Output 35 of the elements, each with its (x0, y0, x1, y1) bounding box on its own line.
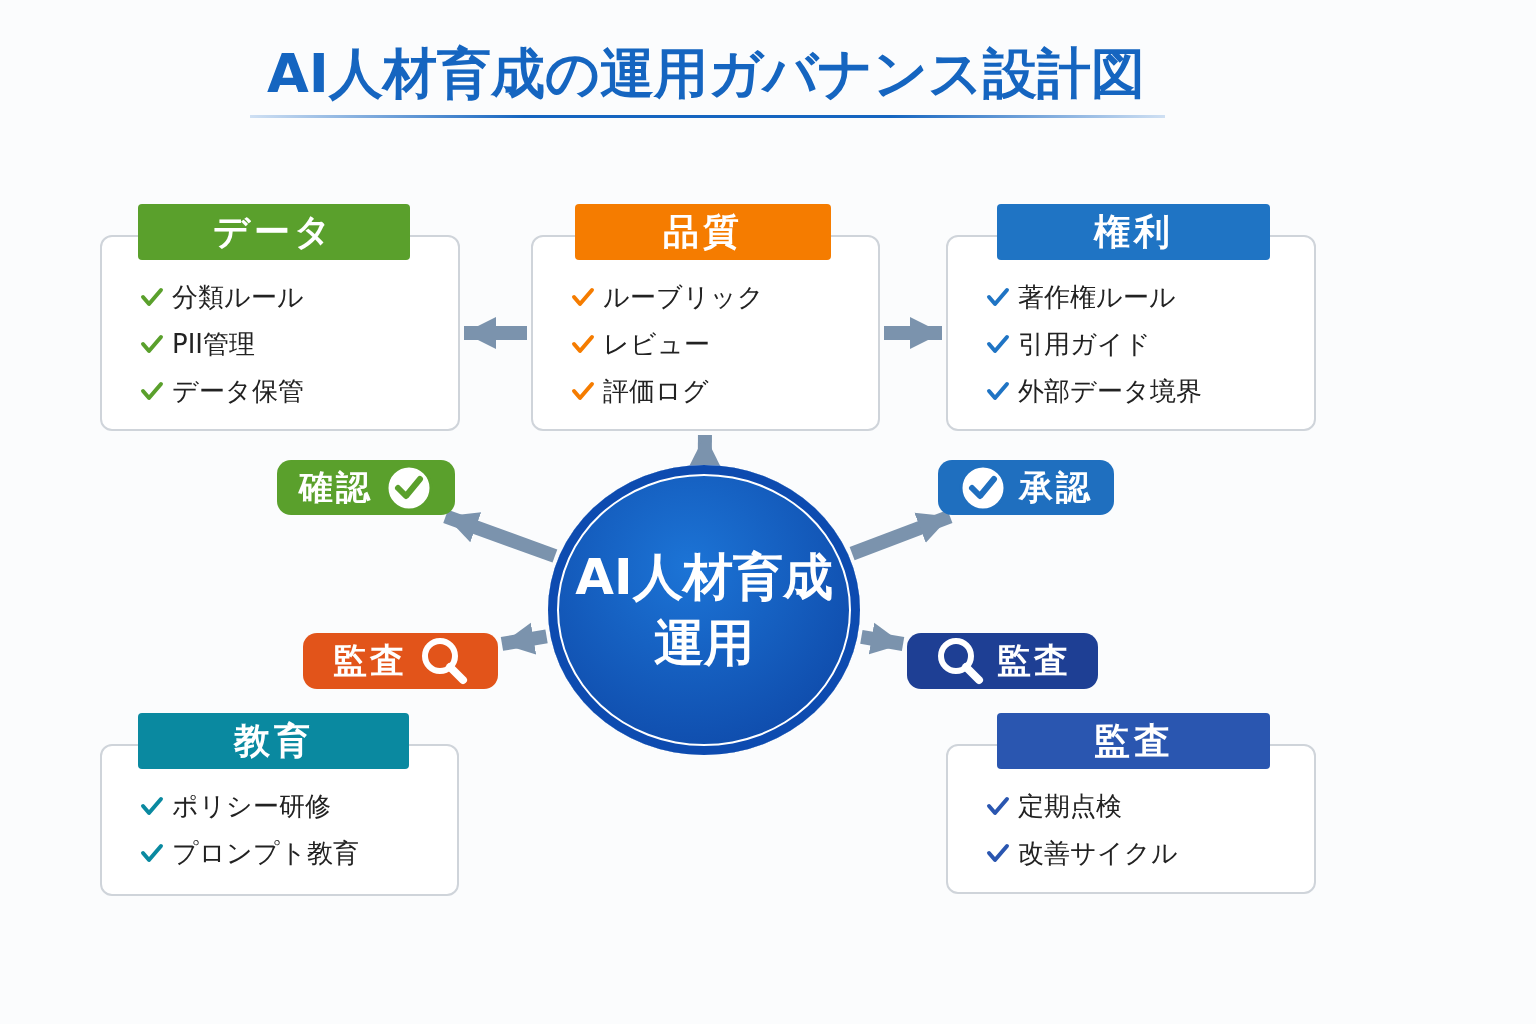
diagram-title: AI人材育成の運用ガバナンス設計図 (266, 41, 1146, 107)
card-header: データ (138, 204, 410, 260)
arrow (849, 509, 953, 561)
card-header: 監査 (997, 713, 1270, 769)
arrow (443, 509, 558, 563)
arrow (860, 622, 905, 655)
arrow (688, 434, 721, 468)
list-item: プロンプト教育 (172, 836, 359, 870)
list-item: 改善サイクル (1018, 836, 1178, 870)
pill-label: 承認 (1019, 465, 1093, 509)
list-item: 分類ルール (172, 280, 304, 314)
card-header: 教育 (138, 713, 409, 769)
pill-label: 監査 (996, 639, 1071, 682)
tag-pill (303, 633, 498, 689)
list-item: 定期点検 (1018, 789, 1122, 823)
list-item: 引用ガイド (1018, 327, 1151, 361)
list-item: レビュー (603, 327, 710, 361)
pill-label: 確認 (299, 465, 373, 509)
tag-pill (277, 460, 455, 515)
list-item: データ保管 (172, 374, 304, 408)
list-item: 評価ログ (603, 374, 709, 408)
card-header: 権利 (997, 204, 1270, 260)
tag-pill (907, 633, 1098, 689)
list-item: ポリシー研修 (172, 789, 331, 823)
list-item: PII管理 (172, 327, 255, 361)
pill-label: 監査 (332, 639, 407, 682)
list-item: 著作権ルール (1018, 280, 1176, 314)
card-header: 品質 (575, 204, 831, 260)
arrow (464, 317, 527, 349)
list-item: ルーブリック (603, 280, 764, 314)
arrow (500, 622, 548, 655)
tag-pill (938, 460, 1114, 515)
center-title: AI人材育成運用 (574, 547, 834, 674)
arrow (884, 317, 942, 349)
list-item: 外部データ境界 (1018, 374, 1202, 408)
